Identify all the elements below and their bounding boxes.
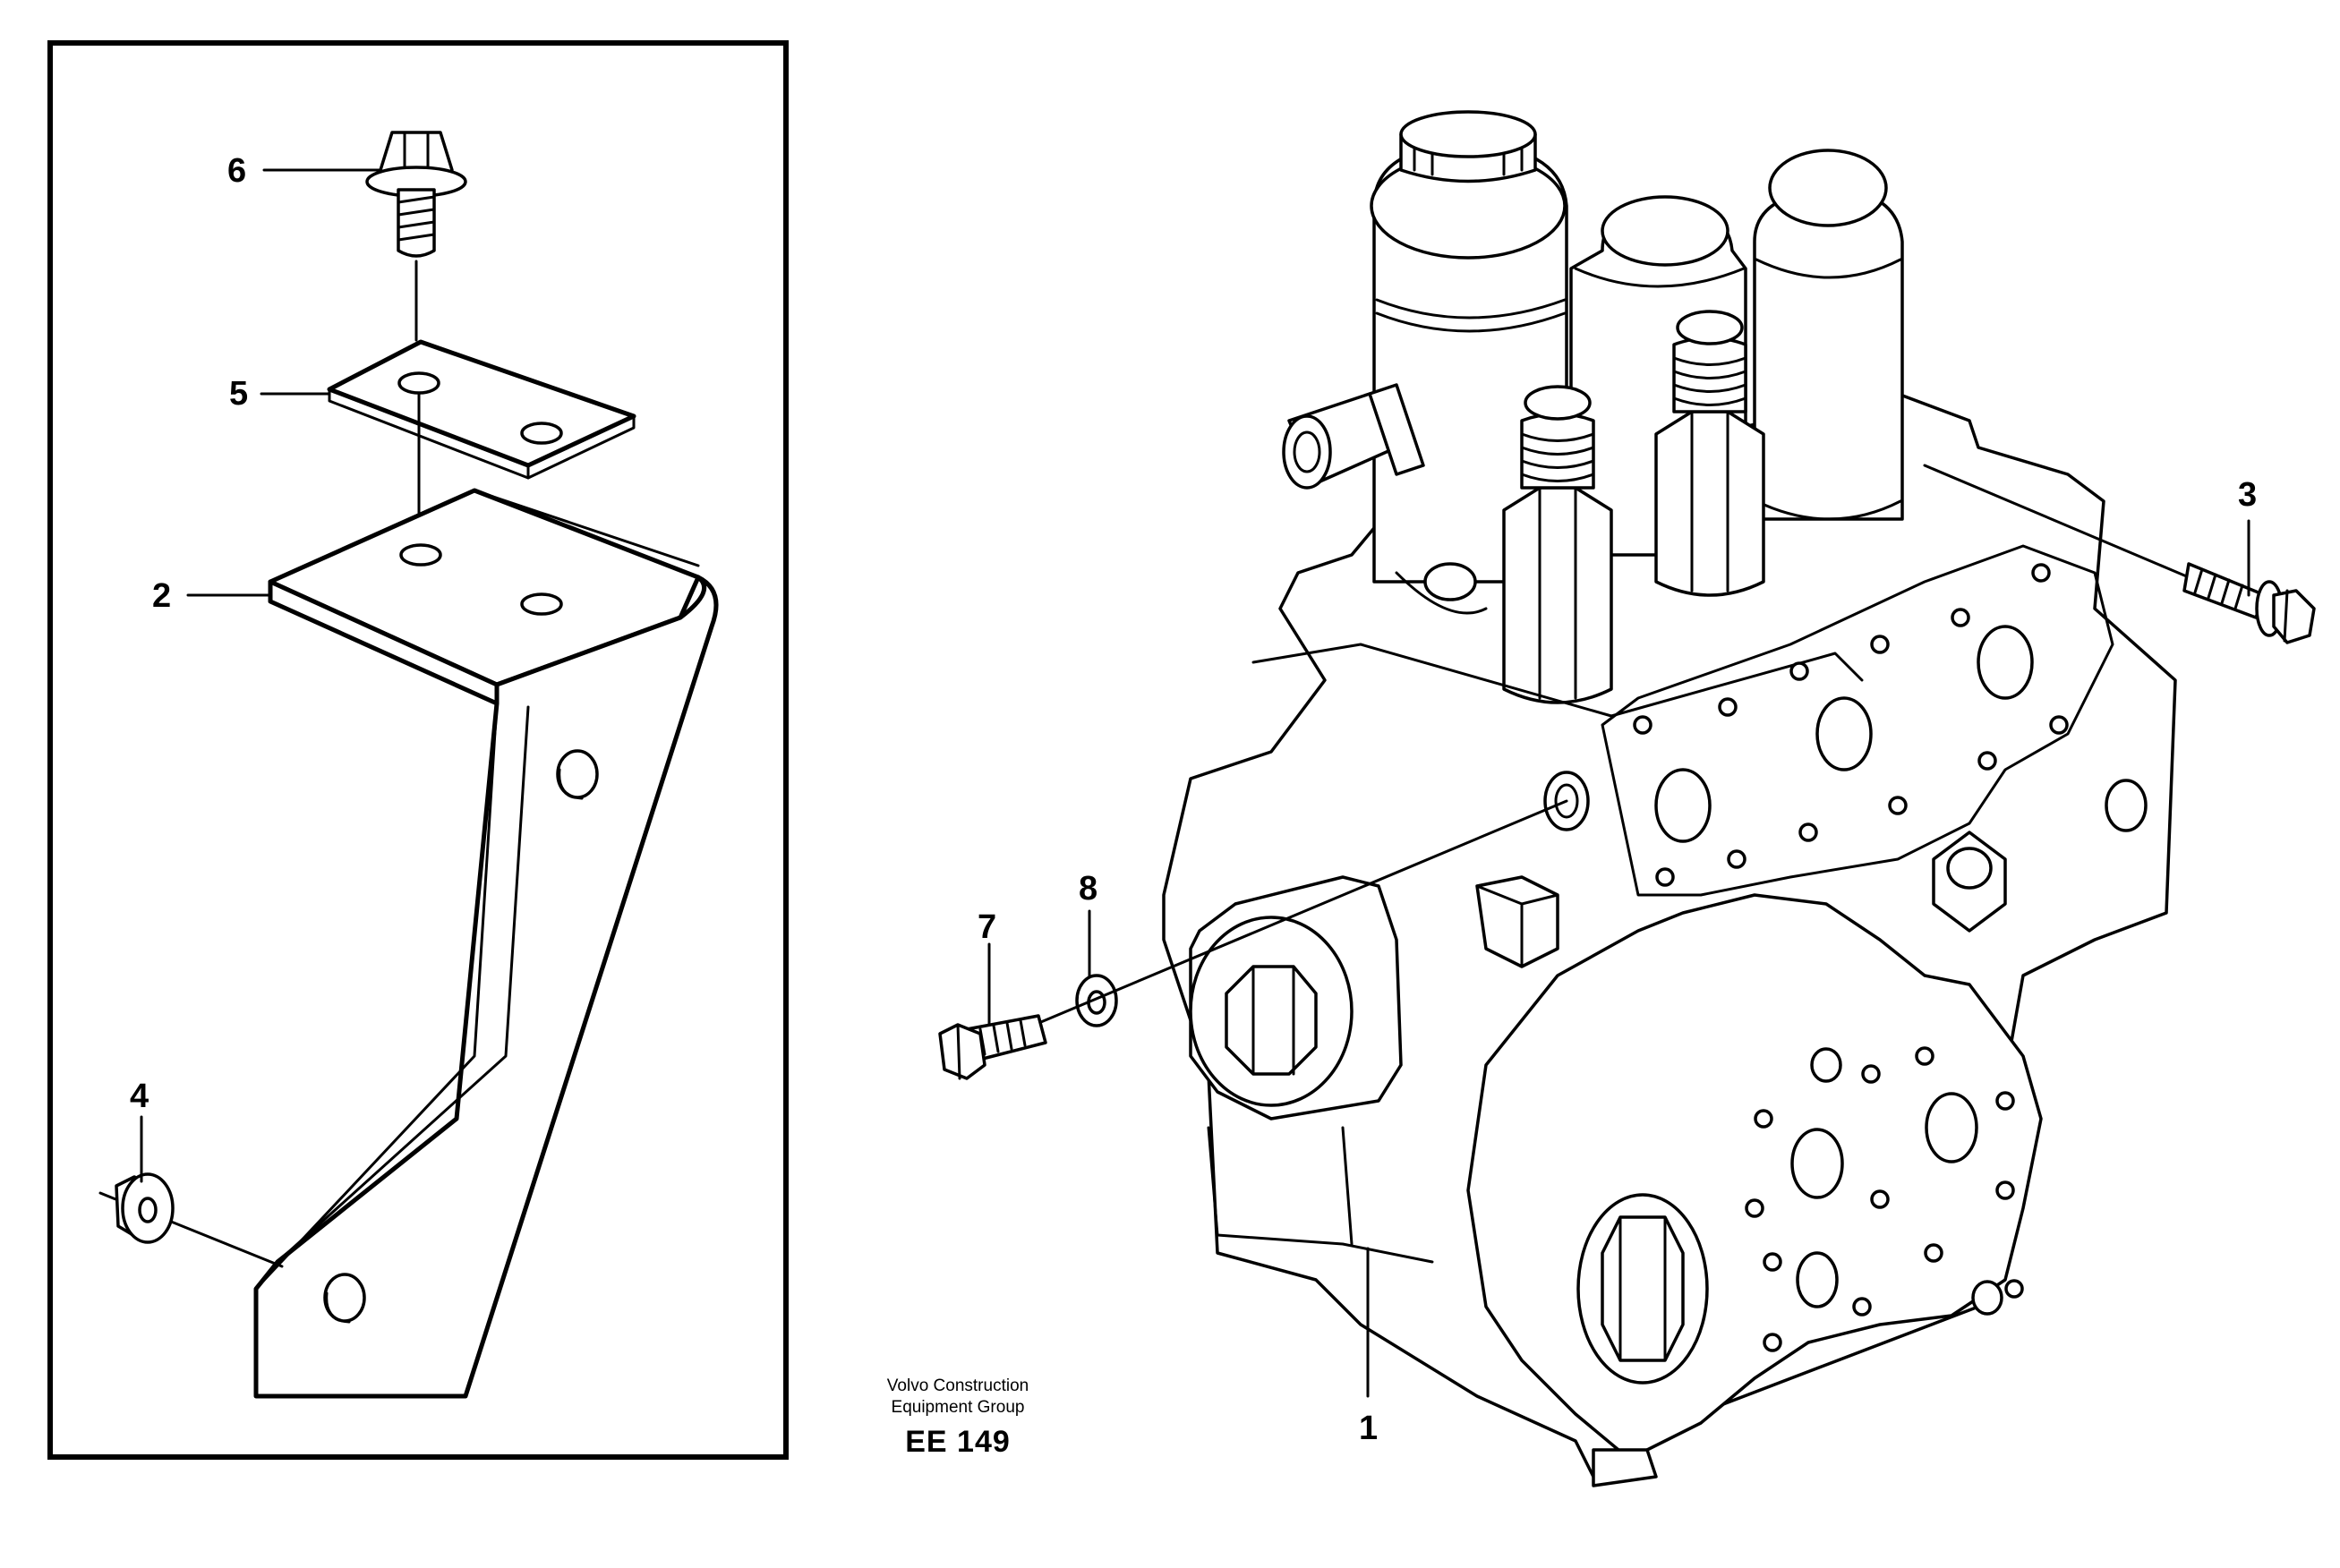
callout-5: 5 — [229, 375, 248, 413]
washer-part-8 — [1075, 974, 1118, 1027]
callout-3: 3 — [2238, 476, 2257, 514]
callout-2: 2 — [152, 577, 171, 615]
drawing-code: EE 149 — [905, 1425, 1011, 1459]
publisher-credit-line-2: Equipment Group — [891, 1398, 1025, 1417]
callout-4: 4 — [130, 1078, 149, 1115]
bracket-part-2 — [253, 488, 719, 1399]
plate-part-5 — [327, 339, 636, 480]
washer-part-4 — [98, 1172, 284, 1268]
control-valve-part-1 — [1162, 110, 2177, 1487]
bolt-part-7 — [938, 1014, 1047, 1080]
leader-axis-7-8 — [1001, 799, 1568, 1040]
bolt-part-3 — [1923, 464, 2316, 644]
callout-1: 1 — [1359, 1410, 1378, 1447]
callout-7: 7 — [978, 908, 996, 946]
callout-6: 6 — [227, 152, 246, 190]
bolt-part-6 — [365, 131, 467, 258]
publisher-credit-line-1: Volvo Construction — [886, 1376, 1029, 1395]
inset-frame — [47, 40, 789, 1460]
callout-8: 8 — [1079, 870, 1097, 908]
